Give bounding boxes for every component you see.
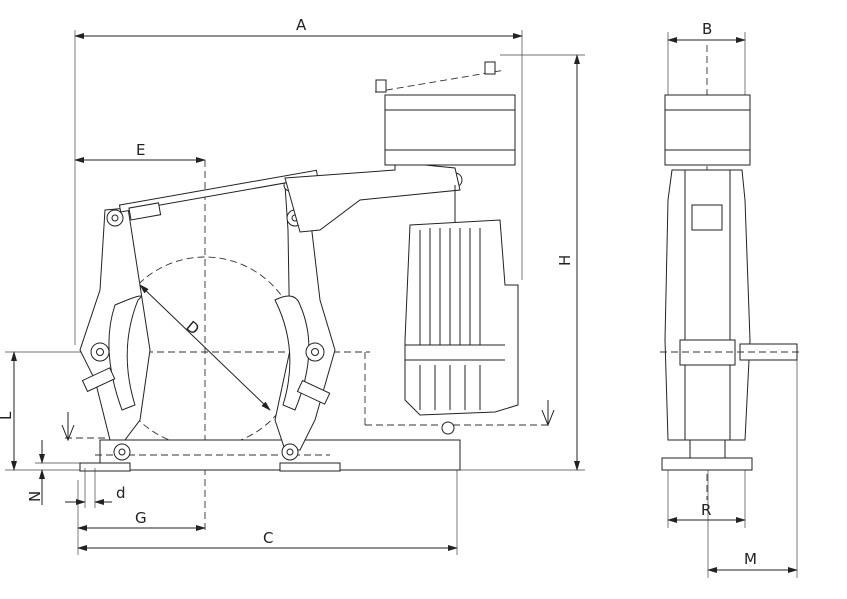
dim-label-d-diameter: D: [182, 317, 202, 338]
dim-label-h: H: [556, 255, 574, 266]
dim-label-n: N: [26, 491, 44, 502]
dim-label-b: B: [702, 20, 712, 38]
dim-label-r: R: [701, 501, 711, 519]
lever: [284, 161, 461, 233]
side-body: [664, 169, 751, 441]
dim-label-a: A: [296, 16, 307, 34]
pivot-pins: [90, 172, 463, 461]
dim-label-c: C: [263, 529, 273, 547]
side-view: B R M: [660, 20, 800, 578]
spring-box: [384, 94, 516, 166]
right-brake-shoe: [274, 295, 310, 411]
tie-rod: [118, 169, 319, 213]
dim-label-e: E: [136, 141, 145, 159]
thruster: [404, 185, 519, 416]
dim-label-g: G: [135, 509, 147, 527]
dim-label-m: M: [744, 550, 757, 568]
dim-label-l: L: [0, 411, 15, 420]
side-spring-box: [664, 94, 751, 166]
front-view: A E D H L N d G C: [0, 16, 585, 555]
side-base: [661, 457, 753, 471]
dim-label-d: d: [116, 484, 126, 502]
